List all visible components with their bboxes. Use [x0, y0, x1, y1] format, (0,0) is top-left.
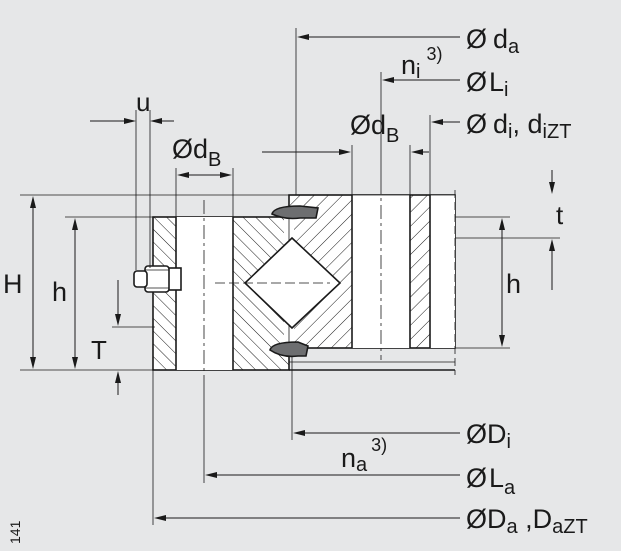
label-D-a: ØDa ,DaZT: [466, 504, 588, 538]
label-L-i: ØLi: [466, 67, 509, 101]
label-L-a: ØLa: [466, 463, 516, 499]
label-H: H: [3, 269, 23, 299]
grease-nipple-head: [133, 270, 148, 288]
label-n-i: ni3): [401, 44, 443, 83]
seal-bottom: [269, 341, 309, 358]
label-h-left: h: [52, 277, 67, 307]
label-d-B-right: ØdB: [350, 110, 399, 147]
label-t: t: [556, 200, 564, 230]
inner-bolt-hole: [352, 195, 410, 348]
label-h-right: h: [506, 269, 521, 299]
label-n-a: na3): [341, 435, 387, 476]
inner-bore-zone: [430, 195, 455, 348]
inner-ring: [288, 180, 456, 375]
label-D-i: ØDi: [466, 419, 511, 453]
grease-nipple: [133, 265, 170, 293]
outer-bolt-hole: [176, 217, 233, 370]
figure-number: 141: [7, 520, 23, 544]
label-d-B-left: ØdB: [172, 134, 221, 171]
dimension-lines: [20, 28, 560, 525]
label-u: u: [136, 87, 150, 117]
seal-top: [271, 205, 319, 220]
label-T: T: [91, 335, 107, 365]
